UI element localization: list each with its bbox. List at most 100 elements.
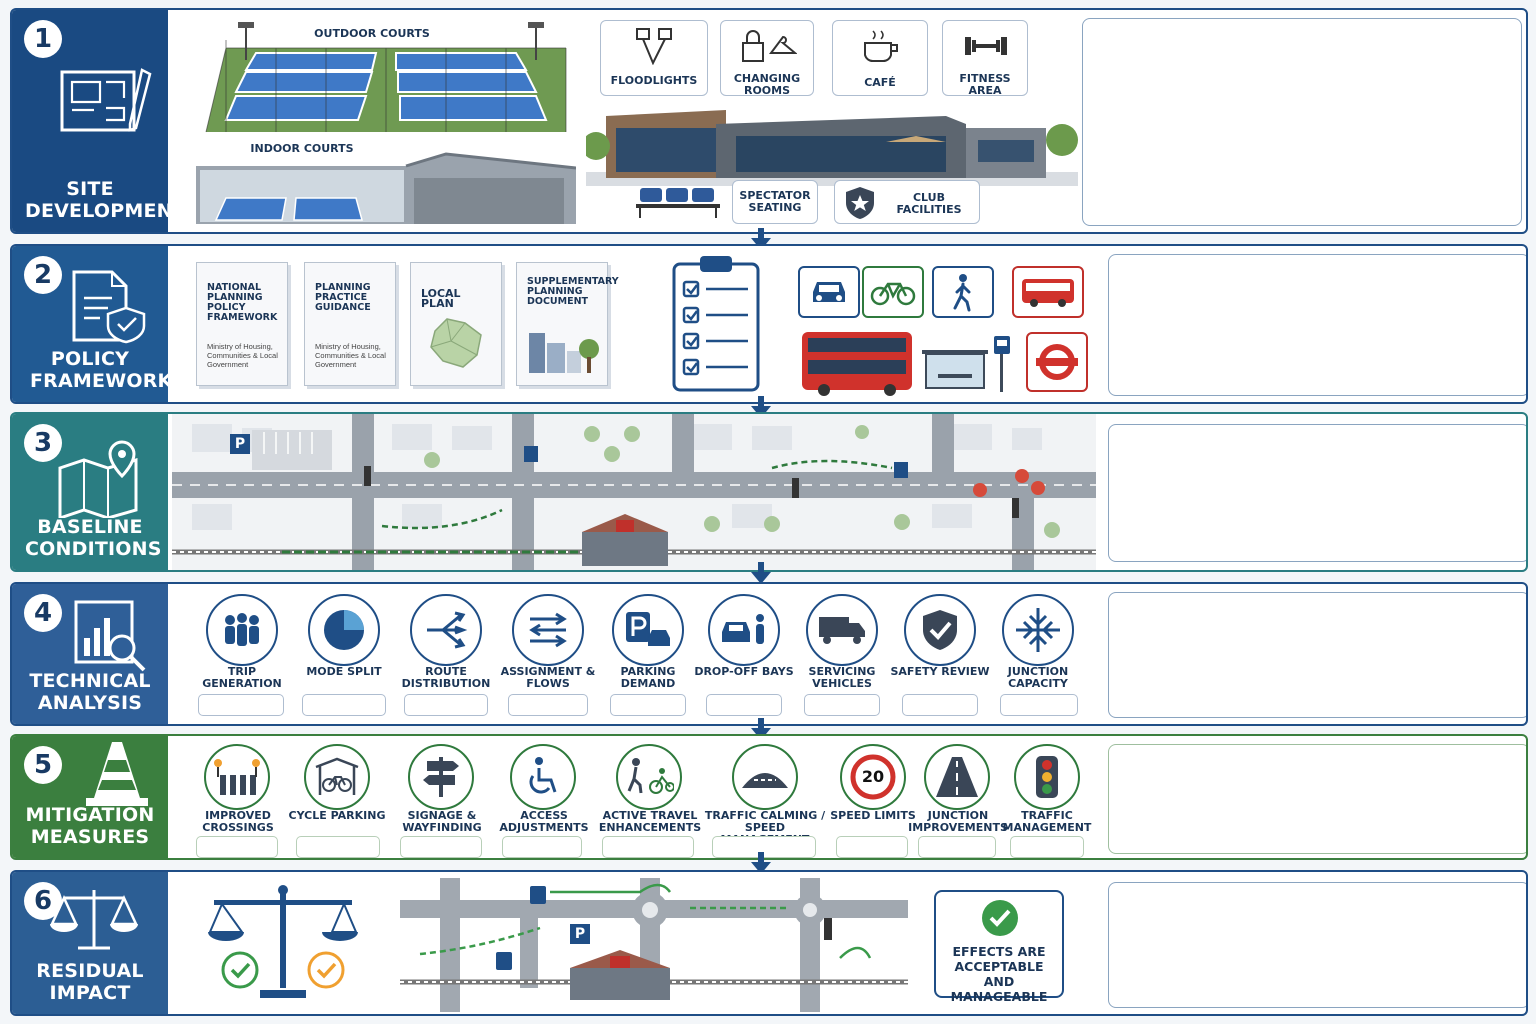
- baseline-street-map: [172, 414, 1096, 570]
- bus-icon: [1022, 279, 1074, 307]
- document-ppg: PLANNING PRACTICE GUIDANCE Ministry of H…: [304, 262, 396, 386]
- analysis-input-box: [302, 694, 386, 716]
- feature-floodlights: FLOODLIGHTS: [600, 20, 708, 96]
- document-publisher: Ministry of Housing, Communities & Local…: [207, 342, 278, 369]
- row-header: 2 POLICY FRAMEWORK: [12, 246, 173, 402]
- analysis-icon-circle: [1002, 594, 1074, 666]
- traffic-light-icon: [1036, 756, 1058, 798]
- people-icon: [225, 613, 259, 646]
- road-icon: [936, 757, 978, 797]
- measure-input-box: [836, 836, 908, 858]
- row-baseline-conditions: 3 BASELINE CONDITIONS: [10, 412, 1528, 572]
- residual-street-map: [400, 878, 908, 1012]
- coffee-cup-icon: [864, 30, 898, 62]
- document-title: NATIONAL PLANNING POLICY FRAMEWORK: [207, 282, 278, 323]
- row-title: BASELINE CONDITIONS: [25, 516, 162, 560]
- document-spd: SUPPLEMENTARY PLANNING DOCUMENT: [516, 262, 619, 386]
- notes-box: [1108, 882, 1526, 1008]
- measure-icon-circle: [924, 744, 990, 810]
- parking-sign: P: [234, 436, 246, 452]
- analysis-label: JUNCTION CAPACITY: [1007, 665, 1069, 690]
- measure-label: ACCESS ADJUSTMENTS: [499, 809, 589, 834]
- junction-icon: [1016, 608, 1060, 652]
- analysis-input-box: [804, 694, 880, 716]
- measure-label: TRAFFIC MANAGEMENT: [1002, 809, 1092, 834]
- feature-label: FLOODLIGHTS: [610, 74, 698, 87]
- row-title: RESIDUAL IMPACT: [36, 960, 144, 1004]
- analysis-icon-circle: [308, 594, 380, 666]
- row-header: 4 TECHNICAL ANALYSIS: [12, 584, 168, 724]
- step-number: 1: [24, 20, 62, 58]
- feature-fitness: FITNESS AREA: [942, 20, 1028, 97]
- feature-spectator-seating: SPECTATOR SEATING: [732, 180, 818, 224]
- row-technical-analysis: 4 TECHNICAL ANALYSIS TRIP GE: [10, 582, 1528, 726]
- measure-input-box: [400, 836, 482, 858]
- feature-label: CLUB FACILITIES: [896, 191, 962, 216]
- row-body: P EFFECTS ARE ACCEPTABLE AND MANAGEABLE: [172, 872, 1526, 1014]
- signpost-icon: [423, 757, 459, 797]
- local-map-icon: [430, 318, 482, 368]
- mode-underground: [1026, 332, 1088, 392]
- analysis-label: SERVICING VEHICLES: [808, 665, 876, 690]
- row-title: SITE DEVELOPMENT: [25, 178, 186, 222]
- row-body: TRIP GENERATION MODE SPLIT: [172, 584, 1526, 724]
- analysis-input-box: [508, 694, 588, 716]
- dumbbell-icon: [965, 37, 1007, 55]
- feature-label: SPECTATOR SEATING: [739, 189, 811, 214]
- speed-limit-value: 20: [861, 767, 885, 786]
- row-body: NATIONAL PLANNING POLICY FRAMEWORK Minis…: [172, 246, 1526, 402]
- shield-check-icon: [923, 610, 957, 650]
- outdoor-courts-illustration: [205, 22, 567, 133]
- measure-input-box: [296, 836, 380, 858]
- row-title: POLICY FRAMEWORK: [30, 348, 173, 392]
- public-transport-illustration: [802, 332, 1010, 396]
- measure-icon-circle: [408, 744, 474, 810]
- policy-doc-icon: [72, 270, 146, 344]
- parking-sign: P: [574, 926, 586, 942]
- document-publisher: Ministry of Housing, Communities & Local…: [315, 342, 386, 369]
- step-number: 4: [24, 594, 62, 632]
- measure-input-box: [1010, 836, 1084, 858]
- mode-bus: [1012, 266, 1084, 318]
- notes-box: [1108, 744, 1526, 854]
- measure-label: SIGNAGE & WAYFINDING: [402, 809, 482, 834]
- underground-roundel-icon: [1036, 344, 1078, 380]
- mode-walking: [932, 266, 994, 318]
- feature-club-facilities: CLUB FACILITIES: [834, 180, 980, 224]
- balance-scales-illustration: [208, 885, 358, 998]
- measure-icon-circle: [732, 744, 798, 810]
- measure-input-box: [196, 836, 278, 858]
- feature-label: FITNESS AREA: [959, 72, 1011, 97]
- truck-icon: [819, 617, 865, 644]
- checklist-clipboard-icon: [672, 256, 760, 392]
- analysis-label: PARKING DEMAND: [620, 665, 676, 690]
- cycle-shelter-icon: [315, 757, 359, 795]
- crossing-icon: [214, 759, 260, 795]
- measure-icon-circle: [1014, 744, 1080, 810]
- notes-box: [1108, 424, 1526, 562]
- measure-icon-circle: [304, 744, 370, 810]
- seating-icon: [636, 188, 720, 218]
- row-site-development: 1 SITE DEVELOPMENT: [10, 8, 1528, 234]
- notes-box: [1082, 18, 1522, 226]
- step-number: 5: [24, 746, 62, 784]
- notes-box: [1108, 254, 1526, 396]
- analysis-icon-circle: [206, 594, 278, 666]
- row-body: P: [172, 414, 1526, 570]
- indoor-courts-label: INDOOR COURTS: [250, 142, 354, 155]
- mode-car: [798, 266, 860, 318]
- scales-icon: [50, 890, 138, 950]
- row-header: 5 MITIGATION MEASURES: [12, 736, 168, 858]
- row-body: IMPROVED CROSSINGS CYCLE PARKING: [172, 736, 1526, 858]
- measure-label: IMPROVED CROSSINGS: [202, 809, 274, 834]
- flow-arrow-down-icon: [751, 562, 771, 584]
- walk-cycle-icon: [627, 758, 674, 794]
- pie-icon: [324, 610, 364, 650]
- feature-label: CHANGING ROOMS: [733, 72, 801, 97]
- row-policy-framework: 2 POLICY FRAMEWORK NATIONAL PLANNING POL…: [10, 244, 1528, 404]
- analysis-icon-circle: [806, 594, 878, 666]
- analysis-icon-circle: [512, 594, 584, 666]
- feature-changing-rooms: CHANGING ROOMS: [720, 20, 814, 97]
- analysis-input-box: [198, 694, 284, 716]
